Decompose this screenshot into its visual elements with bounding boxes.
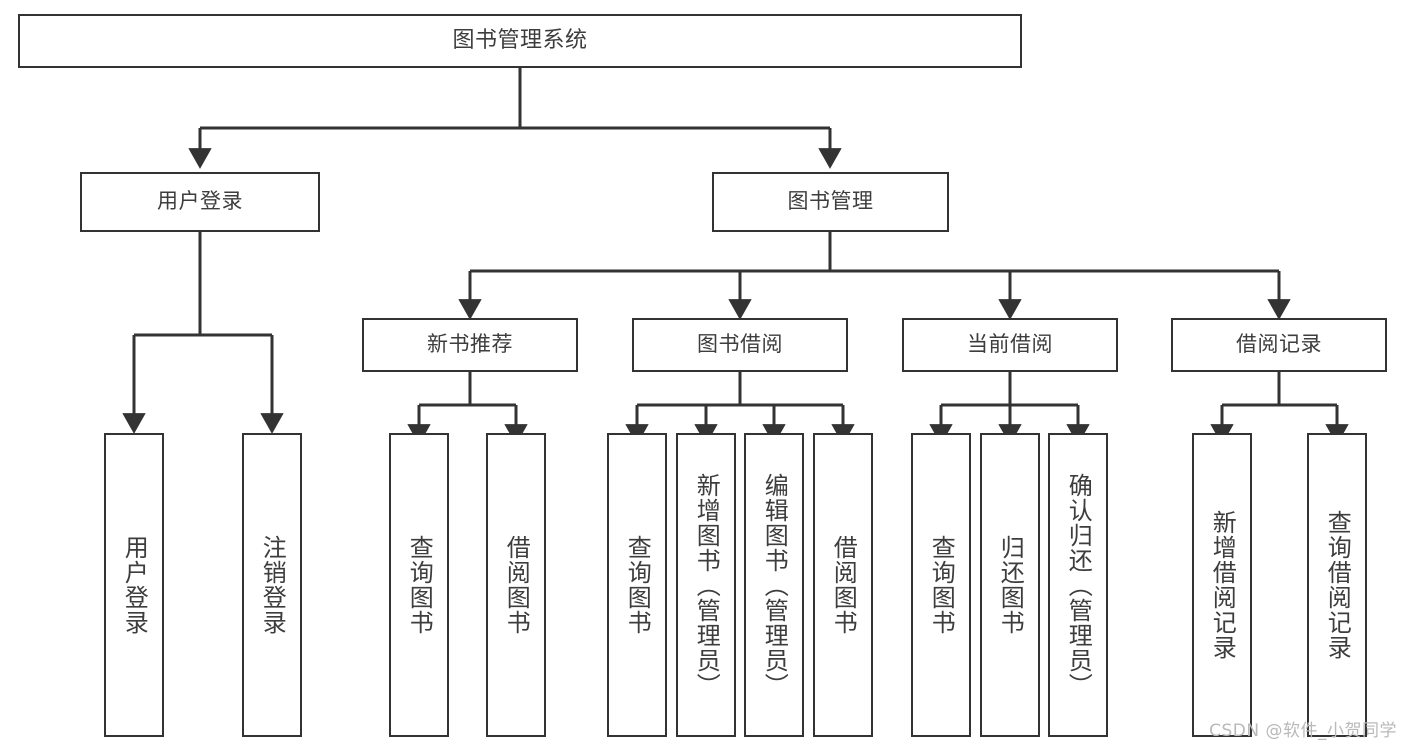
node-leaf-borrow-borrow-book[interactable]: 借阅图书 (813, 433, 873, 737)
watermark-text: CSDN @软件_小贺同学 (1209, 721, 1397, 741)
node-leaf-borrow-add-book-admin-label: 新增图书（管理员） (692, 472, 721, 698)
node-current-borrow[interactable]: 当前借阅 (902, 318, 1118, 372)
node-new-book-recommend-label: 新书推荐 (427, 332, 513, 357)
node-leaf-newbook-query-book[interactable]: 查询图书 (389, 433, 449, 737)
node-leaf-borrow-edit-book-admin-label: 编辑图书（管理员） (760, 472, 789, 698)
node-leaf-current-confirm-return-admin-label: 确认归还（管理员） (1064, 472, 1093, 698)
node-leaf-user-login[interactable]: 用户登录 (104, 433, 164, 737)
node-leaf-record-add-record[interactable]: 新增借阅记录 (1192, 433, 1252, 737)
node-current-borrow-label: 当前借阅 (967, 332, 1053, 357)
node-leaf-borrow-query-book-label: 查询图书 (623, 535, 652, 635)
node-leaf-newbook-borrow-book[interactable]: 借阅图书 (486, 433, 546, 737)
node-book-borrow-label: 图书借阅 (697, 332, 783, 357)
node-leaf-logout-label: 注销登录 (258, 535, 287, 635)
node-leaf-user-login-label: 用户登录 (120, 535, 149, 635)
node-book-management[interactable]: 图书管理 (712, 172, 949, 232)
node-leaf-current-query-book-label: 查询图书 (927, 535, 956, 635)
node-root-label: 图书管理系统 (452, 27, 588, 53)
node-new-book-recommend[interactable]: 新书推荐 (362, 318, 578, 372)
node-leaf-current-confirm-return-admin[interactable]: 确认归还（管理员） (1048, 433, 1108, 737)
node-user-login[interactable]: 用户登录 (80, 172, 320, 232)
node-leaf-borrow-query-book[interactable]: 查询图书 (607, 433, 667, 737)
node-leaf-newbook-borrow-book-label: 借阅图书 (502, 535, 531, 635)
node-leaf-logout[interactable]: 注销登录 (242, 433, 302, 737)
node-leaf-borrow-edit-book-admin[interactable]: 编辑图书（管理员） (744, 433, 804, 737)
node-leaf-borrow-borrow-book-label: 借阅图书 (829, 535, 858, 635)
node-leaf-record-query-record[interactable]: 查询借阅记录 (1307, 433, 1367, 737)
node-borrow-record-label: 借阅记录 (1236, 332, 1322, 357)
node-leaf-current-return-book[interactable]: 归还图书 (980, 433, 1040, 737)
node-book-management-label: 图书管理 (787, 189, 874, 214)
node-leaf-current-return-book-label: 归还图书 (996, 535, 1025, 635)
node-user-login-label: 用户登录 (157, 189, 243, 214)
node-leaf-record-add-record-label: 新增借阅记录 (1208, 510, 1237, 660)
node-leaf-record-query-record-label: 查询借阅记录 (1323, 510, 1352, 660)
node-leaf-current-query-book[interactable]: 查询图书 (911, 433, 971, 737)
node-borrow-record[interactable]: 借阅记录 (1171, 318, 1387, 372)
node-root-book-management-system[interactable]: 图书管理系统 (18, 14, 1022, 68)
node-leaf-borrow-add-book-admin[interactable]: 新增图书（管理员） (676, 433, 736, 737)
node-book-borrow[interactable]: 图书借阅 (632, 318, 848, 372)
node-leaf-newbook-query-book-label: 查询图书 (405, 535, 434, 635)
